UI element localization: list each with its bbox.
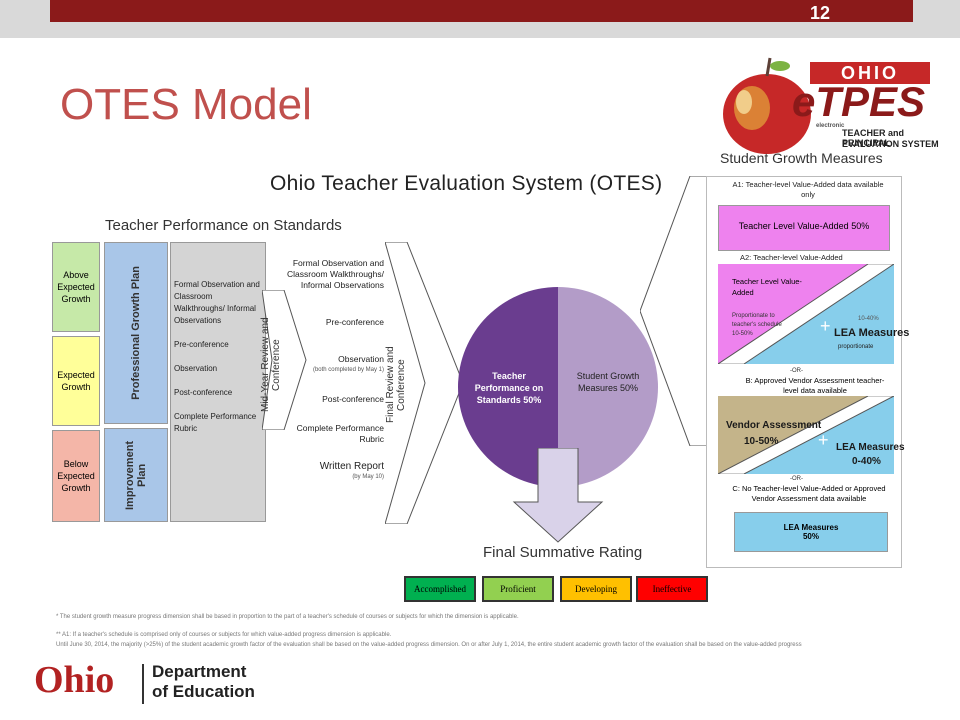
- logo-state: OHIO: [810, 62, 930, 84]
- timeline-item-3: Observation: [338, 354, 384, 364]
- a2-panel: [718, 264, 894, 364]
- c-lea-pct: 50%: [802, 532, 819, 541]
- apple-icon: [723, 57, 811, 154]
- a2-label: A2: Teacher-level Value-Added: [740, 253, 843, 262]
- improvement-plan: Improvement Plan: [104, 428, 168, 522]
- above-expected-growth: Above Expected Growth: [52, 242, 100, 332]
- etpes-logo: OHIO eTPES electronic TEACHER and PRINCI…: [712, 50, 942, 160]
- a2-lea-note: proportionate: [838, 344, 874, 350]
- ode-logo-ohio: Ohio: [34, 659, 115, 701]
- final-review: Final Review and Conference: [385, 346, 407, 424]
- a2-lea-pct: 10-40%: [858, 316, 879, 322]
- timeline-item-1: Formal Observation and Classroom Walkthr…: [287, 258, 384, 290]
- footnote-2: ** A1: If a teacher's schedule is compri…: [56, 632, 392, 638]
- a1-label: A1: Teacher-level Value-Added data avail…: [732, 180, 884, 199]
- right-arrow: [640, 176, 715, 446]
- vendor-pct: 10-50%: [744, 436, 779, 447]
- process-item-5: Complete Performance Rubric: [174, 412, 257, 433]
- logo-line1: TEACHER and PRINCIPAL: [842, 128, 905, 148]
- pie-right-label: Student Growth Measures 50%: [576, 371, 640, 393]
- ode-logo-dept1: Department: [152, 662, 247, 681]
- c-label: C: No Teacher-level Value-Added or Appro…: [732, 484, 886, 503]
- process-item-1: Formal Observation and Classroom Walkthr…: [174, 280, 260, 325]
- timeline-item-4: Post-conference: [322, 394, 384, 404]
- c-lea: LEA Measures: [783, 523, 839, 532]
- ode-divider: [142, 664, 144, 704]
- or-label-1: -OR-: [790, 368, 803, 374]
- rating-developing: Developing: [560, 576, 632, 602]
- timeline-item-3-note: (both completed by May 1): [312, 367, 384, 373]
- b-lea-pct: 0-40%: [852, 456, 881, 467]
- process-item-4: Post-conference: [174, 388, 233, 397]
- expected-growth: Expected Growth: [52, 336, 100, 426]
- process-item-3: Observation: [174, 364, 218, 373]
- final-review-arrow: [385, 242, 464, 524]
- logo-sub: electronic: [816, 123, 845, 129]
- pie-slice-student: [558, 287, 658, 487]
- a2-tri-note: Proportionate to teacher's schedule 10-5…: [732, 313, 782, 337]
- pie-slice-teacher: [458, 287, 558, 487]
- b-lea: LEA Measures: [836, 442, 905, 453]
- diagram-title: Ohio Teacher Evaluation System (OTES): [270, 172, 663, 195]
- plus-icon-b: +: [818, 430, 829, 450]
- logo-line2: EVALUATION SYSTEM: [842, 139, 939, 149]
- rating-proficient: Proficient: [482, 576, 554, 602]
- process-item-2: Pre-conference: [174, 340, 229, 349]
- process-list: Formal Observation and Classroom Walkthr…: [170, 242, 266, 522]
- timeline-list: Formal Observation and Classroom Walkthr…: [284, 258, 384, 483]
- timeline-item-5: Complete Performance Rubric: [296, 423, 384, 444]
- a2-tri-label: Teacher Level Value-Added: [732, 277, 802, 297]
- footnote-3: Until June 30, 2014, the majority (>25%)…: [56, 642, 802, 648]
- timeline-item-2: Pre-conference: [325, 317, 384, 327]
- b-label: B: Approved Vendor Assessment teacher-le…: [745, 376, 885, 395]
- plus-icon-a2: +: [820, 316, 831, 336]
- logo-brand: eTPES: [792, 78, 926, 125]
- rating-ineffective: Ineffective: [636, 576, 708, 602]
- vendor-label: Vendor Assessment: [726, 420, 822, 431]
- page-title: OTES Model: [60, 80, 312, 129]
- c-lea-box: LEA Measures 50%: [734, 512, 888, 552]
- down-arrow: [512, 448, 604, 543]
- timeline-item-6-note: (by May 10): [352, 474, 384, 480]
- rating-accomplished: Accomplished: [404, 576, 476, 602]
- mid-year-arrow: [262, 290, 307, 430]
- pie-left-label: Teacher Performance on Standards 50%: [474, 371, 544, 405]
- below-expected-growth: Below Expected Growth: [52, 430, 100, 522]
- b-panel: [718, 396, 894, 474]
- a2-lea: LEA Measures: [834, 327, 910, 339]
- title-bar: [50, 0, 913, 22]
- pie-chart: [458, 287, 658, 487]
- final-rating-title: Final Summative Rating: [483, 544, 643, 561]
- ode-logo-dept2: of Education: [152, 682, 255, 701]
- improvement-plan-label: Improvement Plan: [124, 440, 148, 510]
- ode-logo: Ohio Department of Education: [30, 656, 330, 712]
- footnote-1: * The student growth measure progress di…: [56, 614, 519, 620]
- a1-box: Teacher Level Value-Added 50%: [718, 205, 890, 251]
- or-label-2: -OR-: [790, 476, 803, 482]
- slide-number: 12: [809, 3, 831, 23]
- student-growth-title: Student Growth Measures: [720, 150, 883, 166]
- professional-growth-plan-label: Professional Growth Plan: [130, 266, 142, 400]
- tps-title: Teacher Performance on Standards: [105, 217, 342, 234]
- timeline-item-6: Written Report: [319, 461, 384, 472]
- professional-growth-plan: Professional Growth Plan: [104, 242, 168, 424]
